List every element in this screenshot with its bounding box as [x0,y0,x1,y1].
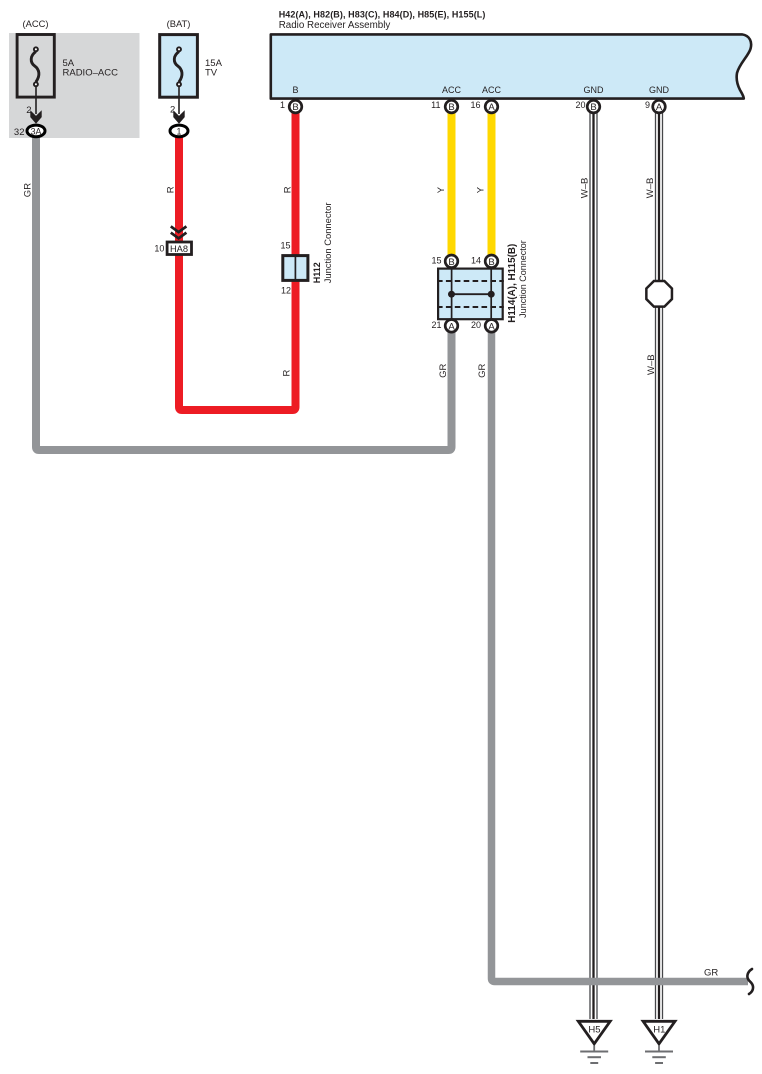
svg-text:12: 12 [281,285,291,295]
svg-text:Junction Connector: Junction Connector [322,203,333,284]
svg-text:5A: 5A [63,58,75,69]
svg-text:B: B [488,257,494,268]
svg-text:H42(A), H82(B), H83(C), H84(D): H42(A), H82(B), H83(C), H84(D), H85(E), … [279,10,486,20]
svg-text:R: R [282,186,293,193]
svg-text:GR: GR [23,183,34,197]
svg-text:10: 10 [154,244,164,254]
svg-text:B: B [448,257,454,268]
svg-text:B: B [292,102,298,113]
svg-text:R: R [165,186,176,193]
svg-text:GND: GND [649,85,670,95]
svg-text:GND: GND [584,85,605,95]
svg-text:16: 16 [470,100,480,110]
svg-text:3A: 3A [31,127,42,137]
svg-text:Y: Y [436,186,447,193]
svg-text:A: A [448,321,455,332]
svg-text:GR: GR [477,364,488,378]
svg-text:B: B [448,102,454,113]
svg-text:A: A [488,321,495,332]
svg-text:15: 15 [431,255,441,265]
svg-text:(ACC): (ACC) [22,18,48,29]
svg-text:W–B: W–B [646,354,657,375]
svg-text:21: 21 [431,320,441,330]
svg-text:14: 14 [471,255,481,265]
svg-text:H5: H5 [588,1025,600,1036]
svg-text:HA8: HA8 [170,244,188,254]
svg-text:RADIO–ACC: RADIO–ACC [63,68,119,79]
svg-text:11: 11 [431,100,440,110]
svg-text:TV: TV [205,68,218,79]
svg-text:32: 32 [14,127,25,138]
svg-text:20: 20 [575,100,585,110]
svg-text:(BAT): (BAT) [167,18,191,29]
svg-text:H114(A), H115(B): H114(A), H115(B) [507,244,518,323]
svg-text:W–B: W–B [580,178,591,199]
svg-text:1: 1 [280,100,285,110]
svg-text:Y: Y [475,186,486,193]
svg-text:2: 2 [26,105,31,116]
svg-text:B: B [590,102,596,113]
svg-text:15: 15 [280,241,290,251]
svg-text:R: R [281,370,292,377]
svg-text:B: B [292,85,298,95]
svg-text:15A: 15A [205,58,223,69]
svg-text:GR: GR [704,968,718,979]
svg-text:GR: GR [438,364,449,378]
svg-text:2: 2 [170,104,175,115]
svg-text:W–B: W–B [645,178,656,199]
svg-text:A: A [488,102,495,113]
svg-text:ACC: ACC [482,85,502,95]
svg-text:9: 9 [645,100,650,110]
svg-text:H1: H1 [653,1025,665,1036]
svg-text:Radio Receiver Assembly: Radio Receiver Assembly [279,20,391,31]
svg-text:20: 20 [471,320,481,330]
svg-text:ACC: ACC [442,85,462,95]
svg-text:H112: H112 [312,262,322,283]
svg-text:Junction Connector: Junction Connector [518,240,528,318]
svg-text:A: A [656,102,663,113]
svg-text:1: 1 [177,127,182,137]
